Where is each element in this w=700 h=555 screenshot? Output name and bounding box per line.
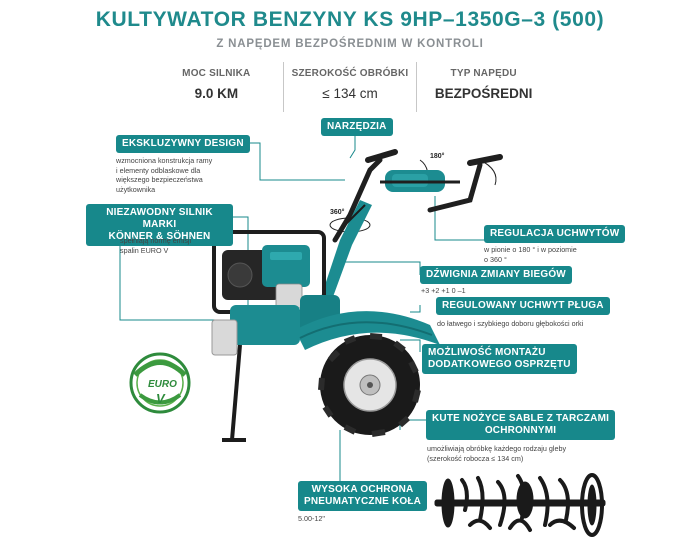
spec-drive-label: TYP NAPĘDU [450,68,517,79]
feature-tillers-desc-line: (szerokość robocza ≤ 134 cm) [427,453,524,463]
feature-mount-tag: MOŻLIWOŚĆ MONTAŻU DODATKOWEGO OSPRZĘTU [422,344,577,374]
feature-engine-tag: NIEZAWODNY SILNIK MARKI KÖNNER & SÖHNEN [86,204,233,246]
feature-engine-title-2: KÖNNER & SÖHNEN [108,231,211,242]
spec-bar: MOC SILNIKA 9.0 KM SZEROKOŚĆ OBRÓBKI ≤ 1… [150,62,550,112]
feature-design-tag: EKSKLUZYWNY DESIGN [116,135,250,153]
feature-tillers-tag: KUTE NOŻYCE SABLE Z TARCZAMI OCHRONNYMI [426,410,616,440]
tiller-set [434,473,606,537]
feature-wheels-desc: 5.00-12" [298,514,325,523]
spec-drive: TYP NAPĘDU BEZPOŚREDNI [417,62,550,112]
feature-design-desc-line: użytkownika [116,184,156,194]
gear-lever [339,204,366,231]
feature-engine-desc-line: spalin EURO V [120,245,169,255]
fuel-tank [262,245,310,287]
engine-label [275,283,303,309]
wheel [318,333,421,437]
page-title: KULTYWATOR BENZYNY KS 9HP–1350G–3 (500) [95,8,605,31]
spec-power-value: 9.0 KM [194,86,239,101]
feature-design-desc-line: wzmocniona konstrukcja ramy [116,156,213,165]
feature-plough-desc: do łatwego i szybkiego doboru głębokości… [437,319,584,328]
spec-power-label: MOC SILNIKA [182,68,251,79]
spec-width-value: ≤ 134 cm [322,86,378,101]
feature-gear-desc: +3 +2 +1 0 –1 [421,286,466,295]
feature-handles-tag: REGULACJA UCHWYTÓW [484,225,626,243]
feature-wheels-title-1: WYSOKA OCHRONA [311,484,414,495]
feature-engine-desc-line: spełniają normę emisji [120,236,192,245]
horizontal-angle-label: 360° [330,208,345,216]
feature-wheels-tag: WYSOKA OCHRONA PNEUMATYCZNE KOŁA [298,481,428,511]
feature-wheels-title-2: PNEUMATYCZNE KOŁA [304,496,422,507]
feature-tillers-desc: umożliwiają obróbkę każdego rodzaju gleb… [427,444,607,463]
spec-width: SZEROKOŚĆ OBRÓBKI ≤ 134 cm [284,62,418,112]
transmission-cover [230,305,300,345]
feature-design-desc: wzmocniona konstrukcja ramy i elementy o… [116,156,256,194]
feature-engine-title-1: NIEZAWODNY SILNIK MARKI [106,207,213,230]
euro-v-badge [129,352,191,414]
feature-mount-title-1: MOŻLIWOŚĆ MONTAŻU [428,347,546,358]
feature-tools-tag: NARZĘDZIA [321,118,393,136]
support-stand [222,344,246,442]
vertical-angle-label: 180° [430,152,445,160]
wheel-fender [295,311,440,350]
feature-engine-desc: spełniają normę emisji spalin EURO V [120,236,230,255]
feature-gear-tag: DŹWIGNIA ZMIANY BIEGÓW [420,266,572,284]
air-filter [227,262,253,288]
feature-design-desc-line: większego bezpieczeństwa [116,175,203,184]
feature-tillers-title-2: OCHRONNYMI [484,425,557,436]
fuel-tank-highlight [270,252,302,260]
feature-handles-desc: w pionie o 180 ° i w poziomie o 360 ° [484,245,614,264]
steering-column [320,200,372,305]
feature-handles-desc-line: w pionie o 180 ° i w poziomie [484,245,577,254]
front-guard [211,319,238,356]
feature-handles-desc-line: o 360 ° [484,254,507,264]
badge-euro: EURO [148,379,177,390]
feature-tillers-title-1: KUTE NOŻYCE SABLE Z TARCZAMI [432,413,610,424]
spec-power: MOC SILNIKA 9.0 KM [150,62,284,112]
feature-mount-title-2: DODATKOWEGO OSPRZĘTU [428,359,571,370]
feature-plough-tag: REGULOWANY UCHWYT PŁUGA [436,297,610,315]
badge-v: V [156,391,166,406]
feature-design-desc-line: i elementy odblaskowe dla [116,165,201,175]
page-subtitle: Z NAPĘDEM BEZPOŚREDNIM W KONTROLI [216,38,484,50]
spec-width-label: SZEROKOŚĆ OBRÓBKI [291,68,409,79]
feature-tillers-desc-line: umożliwiają obróbkę każdego rodzaju gleb… [427,444,567,453]
spec-drive-value: BEZPOŚREDNI [434,86,533,101]
